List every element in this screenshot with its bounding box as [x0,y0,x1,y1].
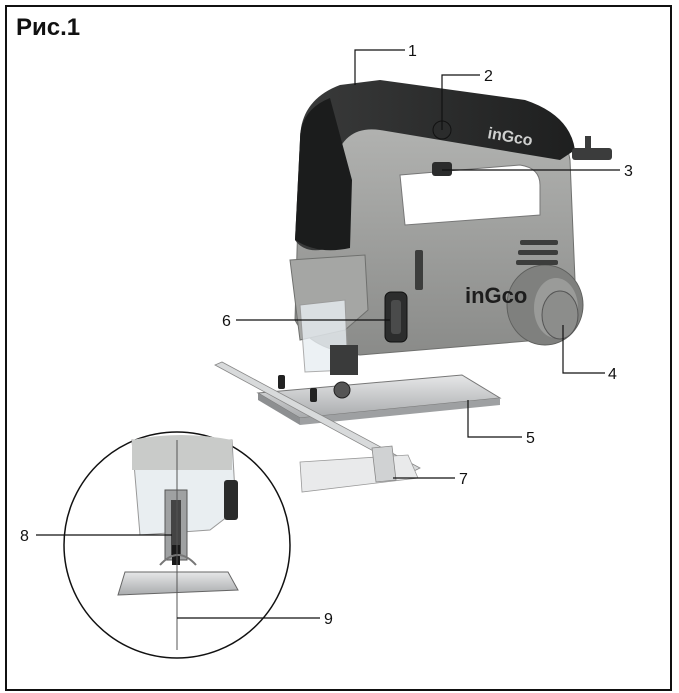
blade-guard [289,254,369,399]
callout-6: 6 [222,313,231,330]
orbital-selector-knob [384,291,408,343]
parallel-guide [214,361,421,493]
callout-1: 1 [408,43,417,60]
leader-lines [36,49,620,619]
callout-8: 8 [20,528,29,545]
handle-grip: inGco [295,80,575,251]
base-plate [256,374,502,425]
callout-4: 4 [608,366,617,383]
callout-9: 9 [324,611,333,628]
brand-logo: inGco [465,283,527,308]
trigger-switch [432,162,452,176]
figure-title: Рис.1 [16,14,81,41]
callout-2: 2 [484,68,493,85]
dust-port [541,290,579,340]
blade-detail-circle [63,431,291,659]
callout-3: 3 [624,163,633,180]
power-cord [572,136,612,160]
callout-5: 5 [526,430,535,447]
callout-7: 7 [459,471,468,488]
